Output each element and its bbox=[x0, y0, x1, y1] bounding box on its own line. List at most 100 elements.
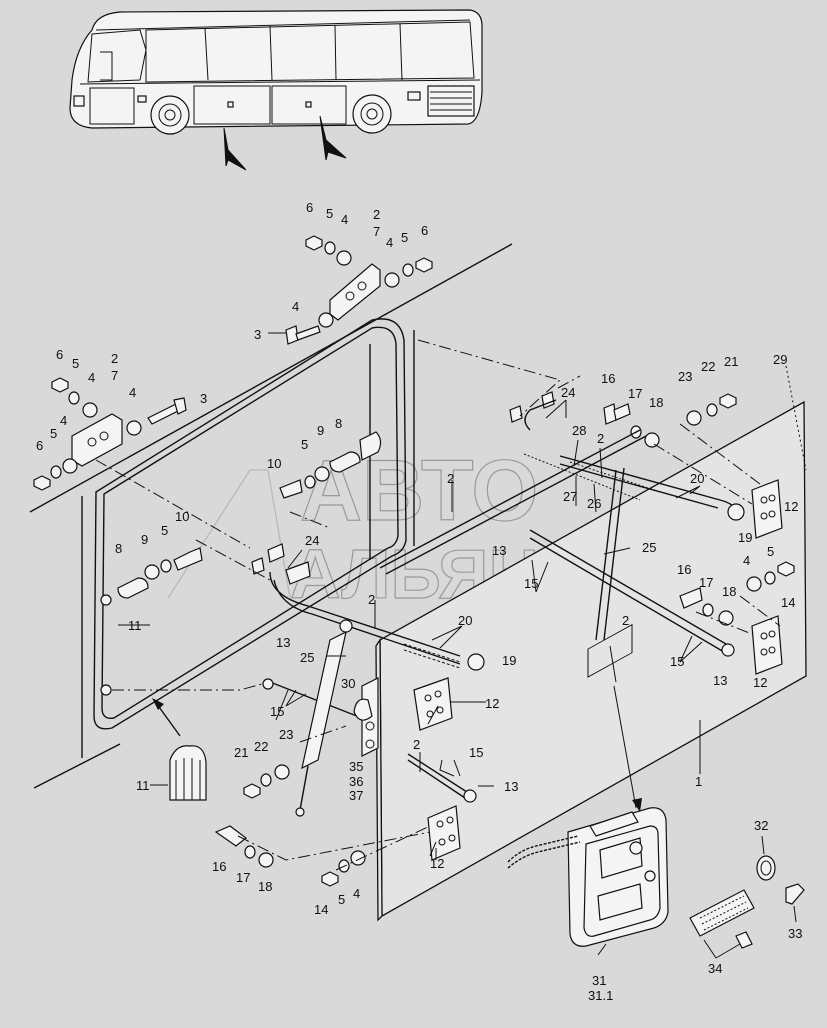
callout-label: 4 bbox=[386, 235, 393, 250]
callout-label: 13 bbox=[276, 635, 290, 650]
callout-label: 4 bbox=[292, 299, 299, 314]
brackets bbox=[353, 479, 783, 861]
callout-label: 15 bbox=[670, 654, 684, 669]
callout-label: 35 bbox=[349, 759, 363, 774]
callout-label: 18 bbox=[649, 395, 663, 410]
callout-label: 3 bbox=[200, 391, 207, 406]
callout-label: 5 bbox=[50, 426, 57, 441]
callout-label: 12 bbox=[485, 696, 499, 711]
callout-label: 5 bbox=[161, 523, 168, 538]
callout-label: 18 bbox=[722, 584, 736, 599]
callout-label: 5 bbox=[72, 356, 79, 371]
callout-label: 5 bbox=[767, 544, 774, 559]
callout-label: 2 bbox=[447, 471, 454, 486]
callout-label: 14 bbox=[781, 595, 795, 610]
callout-label: 22 bbox=[254, 739, 268, 754]
callout-label: 24 bbox=[305, 533, 319, 548]
callout-label: 9 bbox=[317, 423, 324, 438]
callout-label: 15 bbox=[469, 745, 483, 760]
callout-label: 30 bbox=[341, 676, 355, 691]
callout-label: 4 bbox=[129, 385, 136, 400]
callout-label: 5 bbox=[326, 206, 333, 221]
callout-label: 13 bbox=[713, 673, 727, 688]
callout-label: 5 bbox=[338, 892, 345, 907]
door-panel bbox=[375, 400, 807, 922]
callout-label: 7 bbox=[373, 224, 380, 239]
callout-label: 24 bbox=[561, 385, 575, 400]
callout-label: 12 bbox=[784, 499, 798, 514]
callout-label: 17 bbox=[628, 386, 642, 401]
callout-label: 19 bbox=[738, 530, 752, 545]
callout-label: 6 bbox=[421, 223, 428, 238]
hinge-left bbox=[71, 413, 123, 467]
callout-label: 25 bbox=[642, 540, 656, 555]
callout-label: 4 bbox=[353, 886, 360, 901]
fasteners bbox=[33, 235, 795, 887]
callout-label: 16 bbox=[601, 371, 615, 386]
callout-label: 7 bbox=[111, 368, 118, 383]
hinge-upper bbox=[329, 263, 381, 321]
callout-label: 8 bbox=[335, 416, 342, 431]
gas-spring bbox=[295, 619, 353, 817]
callout-label: 6 bbox=[306, 200, 313, 215]
callout-label: 3 bbox=[254, 327, 261, 342]
callout-label: 23 bbox=[678, 369, 692, 384]
callout-label: 17 bbox=[236, 870, 250, 885]
callout-label: 26 bbox=[587, 496, 601, 511]
callout-label: 10 bbox=[175, 509, 189, 524]
callout-label: 10 bbox=[267, 456, 281, 471]
callout-label: 2 bbox=[597, 431, 604, 446]
callout-label: 6 bbox=[36, 438, 43, 453]
callout-label: 2 bbox=[368, 592, 375, 607]
callout-label: 16 bbox=[212, 859, 226, 874]
callout-label: 2 bbox=[373, 207, 380, 222]
callout-label: 11 bbox=[136, 778, 150, 793]
callout-label: 21 bbox=[724, 354, 738, 369]
callout-label: 32 bbox=[754, 818, 768, 833]
lock-parts bbox=[689, 855, 805, 949]
body-structure bbox=[29, 243, 513, 789]
callout-label: 21 bbox=[234, 745, 248, 760]
callout-label: 18 bbox=[258, 879, 272, 894]
callout-label: 23 bbox=[279, 727, 293, 742]
watermark-line1: АВТО bbox=[300, 443, 538, 539]
callout-label: 2 bbox=[111, 351, 118, 366]
callout-label: 17 bbox=[699, 575, 713, 590]
callout-label: 4 bbox=[88, 370, 95, 385]
callout-label: 29 bbox=[773, 352, 787, 367]
callout-label: 27 bbox=[563, 489, 577, 504]
callout-label: 4 bbox=[341, 212, 348, 227]
callout-label: 12 bbox=[753, 675, 767, 690]
callout-label: 19 bbox=[502, 653, 516, 668]
callout-label: 31.1 bbox=[588, 988, 613, 1003]
bus-overview bbox=[69, 9, 483, 171]
callout-labels: 6 5 4 2 7 4 5 6 4 3 6 5 4 2 7 4 3 4 5 6 … bbox=[36, 200, 802, 1003]
leader-lines bbox=[95, 339, 807, 871]
callout-label: 36 bbox=[349, 774, 363, 789]
callout-label: 5 bbox=[401, 230, 408, 245]
callout-label: 12 bbox=[430, 856, 444, 871]
callout-label: 13 bbox=[492, 543, 506, 558]
callout-label: 33 bbox=[788, 926, 802, 941]
callout-label: 16 bbox=[677, 562, 691, 577]
callout-label: 4 bbox=[60, 413, 67, 428]
callout-label: 6 bbox=[56, 347, 63, 362]
callout-label: 25 bbox=[300, 650, 314, 665]
callout-label: 28 bbox=[572, 423, 586, 438]
callout-label: 14 bbox=[314, 902, 328, 917]
callout-label: 22 bbox=[701, 359, 715, 374]
callout-label: 5 bbox=[301, 437, 308, 452]
seal-profile bbox=[169, 745, 207, 801]
callout-label: 15 bbox=[524, 576, 538, 591]
callout-label: 34 bbox=[708, 961, 722, 976]
handle-assembly bbox=[507, 807, 669, 947]
callout-label: 2 bbox=[413, 737, 420, 752]
callout-label: 13 bbox=[504, 779, 518, 794]
label-ticks bbox=[118, 332, 797, 959]
callout-label: 20 bbox=[690, 471, 704, 486]
door-frame-seal bbox=[93, 318, 407, 737]
callout-label: 4 bbox=[743, 553, 750, 568]
callout-label: 37 bbox=[349, 788, 363, 803]
callout-label: 8 bbox=[115, 541, 122, 556]
